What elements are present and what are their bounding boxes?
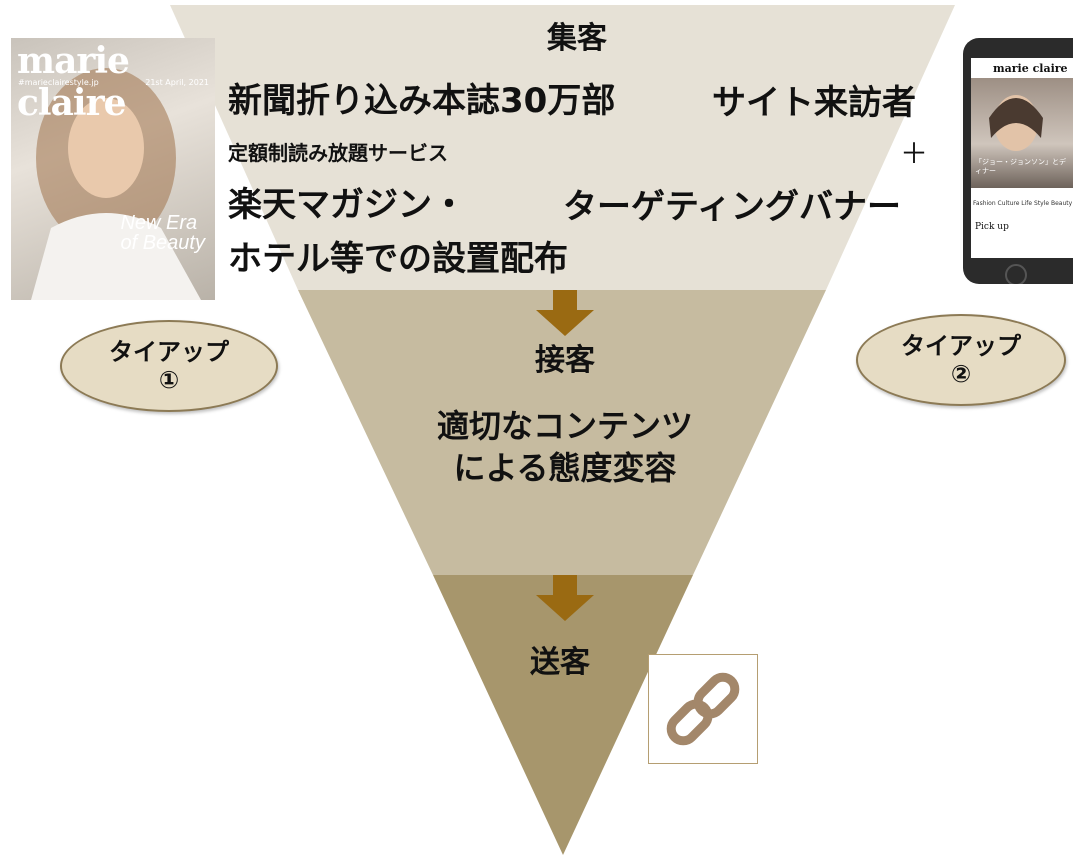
tieup-number: ① [158,366,180,394]
text-newspaper: 新聞折り込み本誌30万部 [228,81,616,121]
text-content-line2: による態度変容 [453,449,677,487]
tieup-badge-1: タイアップ ① [60,320,278,412]
tieup-badge-2: タイアップ ② [856,314,1066,406]
arrow-down-icon [536,290,594,336]
headline-line1: New Era [120,212,198,234]
tieup-label: タイアップ [109,338,229,366]
funnel-stage-3 [433,575,693,855]
stage-title-referral: 送客 [530,645,590,680]
text-rakuten: 楽天マガジン・ [228,185,466,225]
stage-title-acquisition: 集客 [547,21,607,56]
phone-hero-photo [971,78,1073,188]
headline-line2: of Beauty [120,232,205,254]
phone-screen: marie claire 「ジョー・ジョンソン」とディナー Fashion Cu… [971,58,1073,258]
magazine-date: 21st April, 2021 [145,78,209,87]
plus-sign: ＋ [900,137,929,170]
phone-site-logo: marie claire [993,62,1068,75]
magazine-headline: New Era of Beauty [120,213,205,253]
text-content-line1: 適切なコンテンツ [436,407,693,445]
arrow-down-icon [536,575,594,621]
magazine-sub: #marieclairestyle.jp [18,78,99,87]
tieup-label: タイアップ [901,332,1021,360]
magazine-cover-image: marie claire #marieclairestyle.jp 21st A… [11,38,215,300]
stage-title-engagement: 接客 [535,343,595,378]
text-hotel: ホテル等での設置配布 [228,239,568,279]
funnel-stage-1 [170,5,955,290]
phone-caption: 「ジョー・ジョンソン」とディナー [975,158,1066,175]
tieup-number: ② [950,360,972,388]
smartphone-image: marie claire 「ジョー・ジョンソン」とディナー Fashion Cu… [963,38,1073,284]
text-site-visitors: サイト来訪者 [712,83,916,123]
funnel-stage-2 [298,290,826,575]
magazine-logo: marie claire [17,40,130,124]
phone-pickup: Pick up [975,222,1009,232]
phone-nav: Fashion Culture Life Style Beauty [973,200,1073,207]
text-attitude-change: 適切なコンテンツ による態度変容 [395,405,735,489]
link-icon [666,672,740,746]
text-subscription: 定額制読み放題サービス [228,141,448,165]
text-targeting-banner: ターゲティングバナー [563,187,901,227]
phone-home-button [1005,264,1027,284]
link-icon-box [648,654,758,764]
